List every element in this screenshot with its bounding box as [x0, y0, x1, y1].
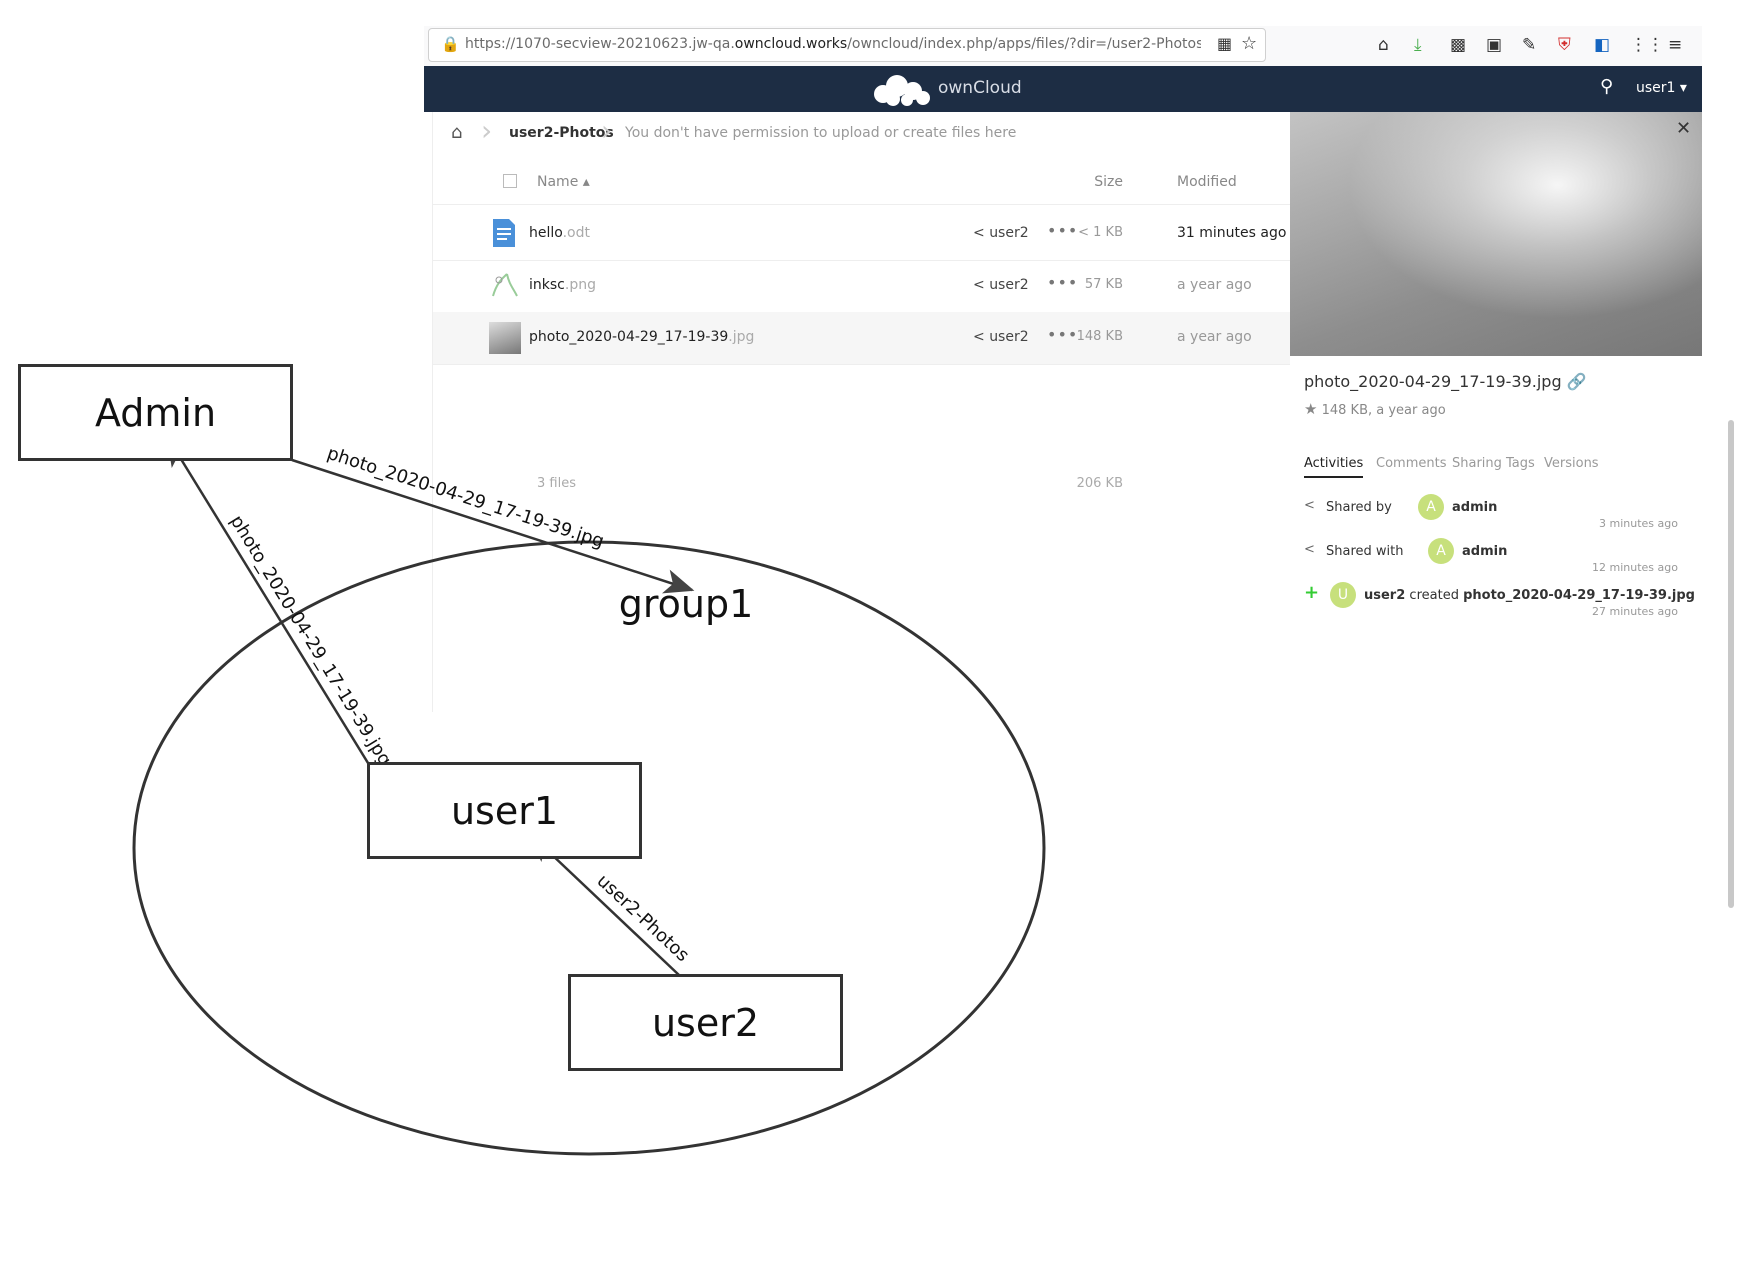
share-icon: <	[1304, 498, 1315, 513]
home-icon[interactable]: ⌂	[451, 122, 463, 143]
chevron-right-icon: ›	[601, 114, 613, 147]
file-modified: 31 minutes ago	[1177, 225, 1287, 241]
download-icon[interactable]: ⤓	[1414, 35, 1422, 55]
document-icon	[493, 219, 515, 247]
avatar: A	[1418, 494, 1444, 520]
column-modified[interactable]: Modified	[1177, 174, 1237, 190]
node-user2: user2	[568, 974, 843, 1071]
file-size: 148 KB	[1076, 329, 1123, 344]
node-group1-label: group1	[619, 582, 754, 626]
summary-size: 206 KB	[1076, 476, 1123, 491]
select-all-checkbox[interactable]	[503, 174, 517, 188]
pocket-icon[interactable]: ⌂	[1378, 35, 1389, 55]
activity-user[interactable]: admin	[1462, 544, 1508, 559]
activity-time: 27 minutes ago	[1592, 605, 1678, 618]
activity-created: user2 created photo_2020-04-29_17-19-39.…	[1364, 588, 1695, 603]
share-indicator[interactable]: < user2	[973, 277, 1029, 293]
table-row[interactable]: hello.odt < user2 ••• < 1 KB 31 minutes …	[433, 208, 1291, 261]
tab-sharing[interactable]: Sharing	[1452, 456, 1502, 471]
share-indicator[interactable]: < user2	[973, 329, 1029, 345]
share-indicator[interactable]: < user2	[973, 225, 1029, 241]
edge-admin-to-group1	[291, 458, 695, 594]
table-row[interactable]: photo_2020-04-29_17-19-39.jpg < user2 ••…	[433, 312, 1291, 365]
owncloud-header: ownCloud ⚲ user1 ▾	[424, 66, 1702, 112]
hamburger-menu-icon[interactable]: ≡	[1668, 35, 1683, 55]
activity-prefix: Shared with	[1326, 544, 1404, 559]
star-icon[interactable]: ★	[1304, 400, 1318, 418]
file-name[interactable]: hello.odt	[529, 225, 590, 241]
activity-time: 12 minutes ago	[1592, 561, 1678, 574]
owncloud-screenshot: 🔒 https://1070-secview-20210623.jw-qa.ow…	[424, 26, 1702, 712]
file-modified: a year ago	[1177, 277, 1252, 293]
edge-user1-to-admin	[166, 435, 370, 764]
node-user1: user1	[367, 762, 642, 859]
extension-icon[interactable]: ▩	[1450, 35, 1467, 55]
photo-preview	[1290, 112, 1702, 356]
details-sidebar: ✕ photo_2020-04-29_17-19-39.jpg 🔗 ★ 148 …	[1290, 112, 1702, 712]
edge-label-admin-to-group1: photo_2020-04-29_17-19-39.jpg	[324, 443, 606, 553]
table-header: Name ▴ Size Modified	[433, 160, 1291, 205]
link-icon[interactable]: 🔗	[1566, 372, 1587, 391]
css-icon[interactable]: ▣	[1486, 35, 1503, 55]
share-icon: <	[973, 225, 985, 241]
qr-icon[interactable]: ▦	[1217, 34, 1233, 53]
permission-message: You don't have permission to upload or c…	[625, 125, 1017, 141]
share-icon: <	[973, 329, 985, 345]
activity-time: 3 minutes ago	[1599, 517, 1678, 530]
share-icon: <	[973, 277, 985, 293]
more-actions-icon[interactable]: •••	[1047, 273, 1079, 292]
image-thumbnail-icon	[492, 273, 518, 297]
file-size: < 1 KB	[1078, 225, 1123, 240]
summary-count: 3 files	[537, 476, 576, 491]
file-modified: a year ago	[1177, 329, 1252, 345]
more-actions-icon[interactable]: •••	[1047, 325, 1079, 344]
browser-toolbar: 🔒 https://1070-secview-20210623.jw-qa.ow…	[424, 26, 1702, 67]
photo-thumbnail	[489, 322, 521, 354]
brand-name: ownCloud	[938, 78, 1022, 98]
url-bar[interactable]: 🔒 https://1070-secview-20210623.jw-qa.ow…	[428, 28, 1266, 62]
more-actions-icon[interactable]: •••	[1047, 221, 1079, 240]
breadcrumb: ⌂ › user2-Photos › You don't have permis…	[433, 112, 1291, 156]
tab-tags[interactable]: Tags	[1506, 456, 1535, 471]
breadcrumb-folder[interactable]: user2-Photos	[509, 125, 614, 141]
edge-label-user1-to-admin: photo_2020-04-29_17-19-39.jpg	[226, 512, 396, 770]
notification-icon[interactable]: ◧	[1594, 35, 1611, 55]
chevron-right-icon: ›	[481, 114, 493, 147]
activity-prefix: Shared by	[1326, 500, 1392, 515]
url-text: https://1070-secview-20210623.jw-qa.ownc…	[465, 36, 1201, 52]
search-icon[interactable]: ⚲	[1600, 76, 1614, 97]
node-admin: Admin	[18, 364, 293, 461]
column-size[interactable]: Size	[1094, 174, 1123, 190]
sidebar-filename: photo_2020-04-29_17-19-39.jpg 🔗	[1304, 372, 1587, 391]
shield-icon[interactable]: ⛨	[1558, 35, 1571, 55]
file-name[interactable]: inksc.png	[529, 277, 596, 293]
bookmark-star-icon[interactable]: ☆	[1241, 33, 1258, 54]
tool-icon[interactable]: ✎	[1522, 35, 1537, 55]
lock-icon: 🔒	[441, 35, 460, 53]
user-menu[interactable]: user1 ▾	[1636, 80, 1687, 96]
avatar: U	[1330, 582, 1356, 608]
tab-versions[interactable]: Versions	[1544, 456, 1599, 471]
column-name[interactable]: Name ▴	[537, 174, 590, 190]
tab-activities[interactable]: Activities	[1304, 456, 1364, 478]
apps-grid-icon[interactable]: ⋮⋮	[1630, 35, 1664, 55]
avatar: A	[1428, 538, 1454, 564]
plus-icon: +	[1304, 582, 1320, 603]
owncloud-logo-icon	[874, 75, 930, 106]
file-name[interactable]: photo_2020-04-29_17-19-39.jpg	[529, 329, 755, 345]
group1-ellipse	[132, 540, 1046, 1156]
page-scrollbar[interactable]	[1728, 420, 1734, 908]
sidebar-meta: ★ 148 KB, a year ago	[1304, 400, 1446, 418]
share-icon: <	[1304, 542, 1315, 557]
tab-comments[interactable]: Comments	[1376, 456, 1447, 471]
close-icon[interactable]: ✕	[1676, 118, 1692, 139]
file-size: 57 KB	[1084, 277, 1123, 292]
activity-user[interactable]: admin	[1452, 500, 1498, 515]
file-list-area: ⌂ › user2-Photos › You don't have permis…	[432, 112, 1292, 712]
edge-label-user2-to-user1: user2-Photos	[593, 870, 694, 966]
